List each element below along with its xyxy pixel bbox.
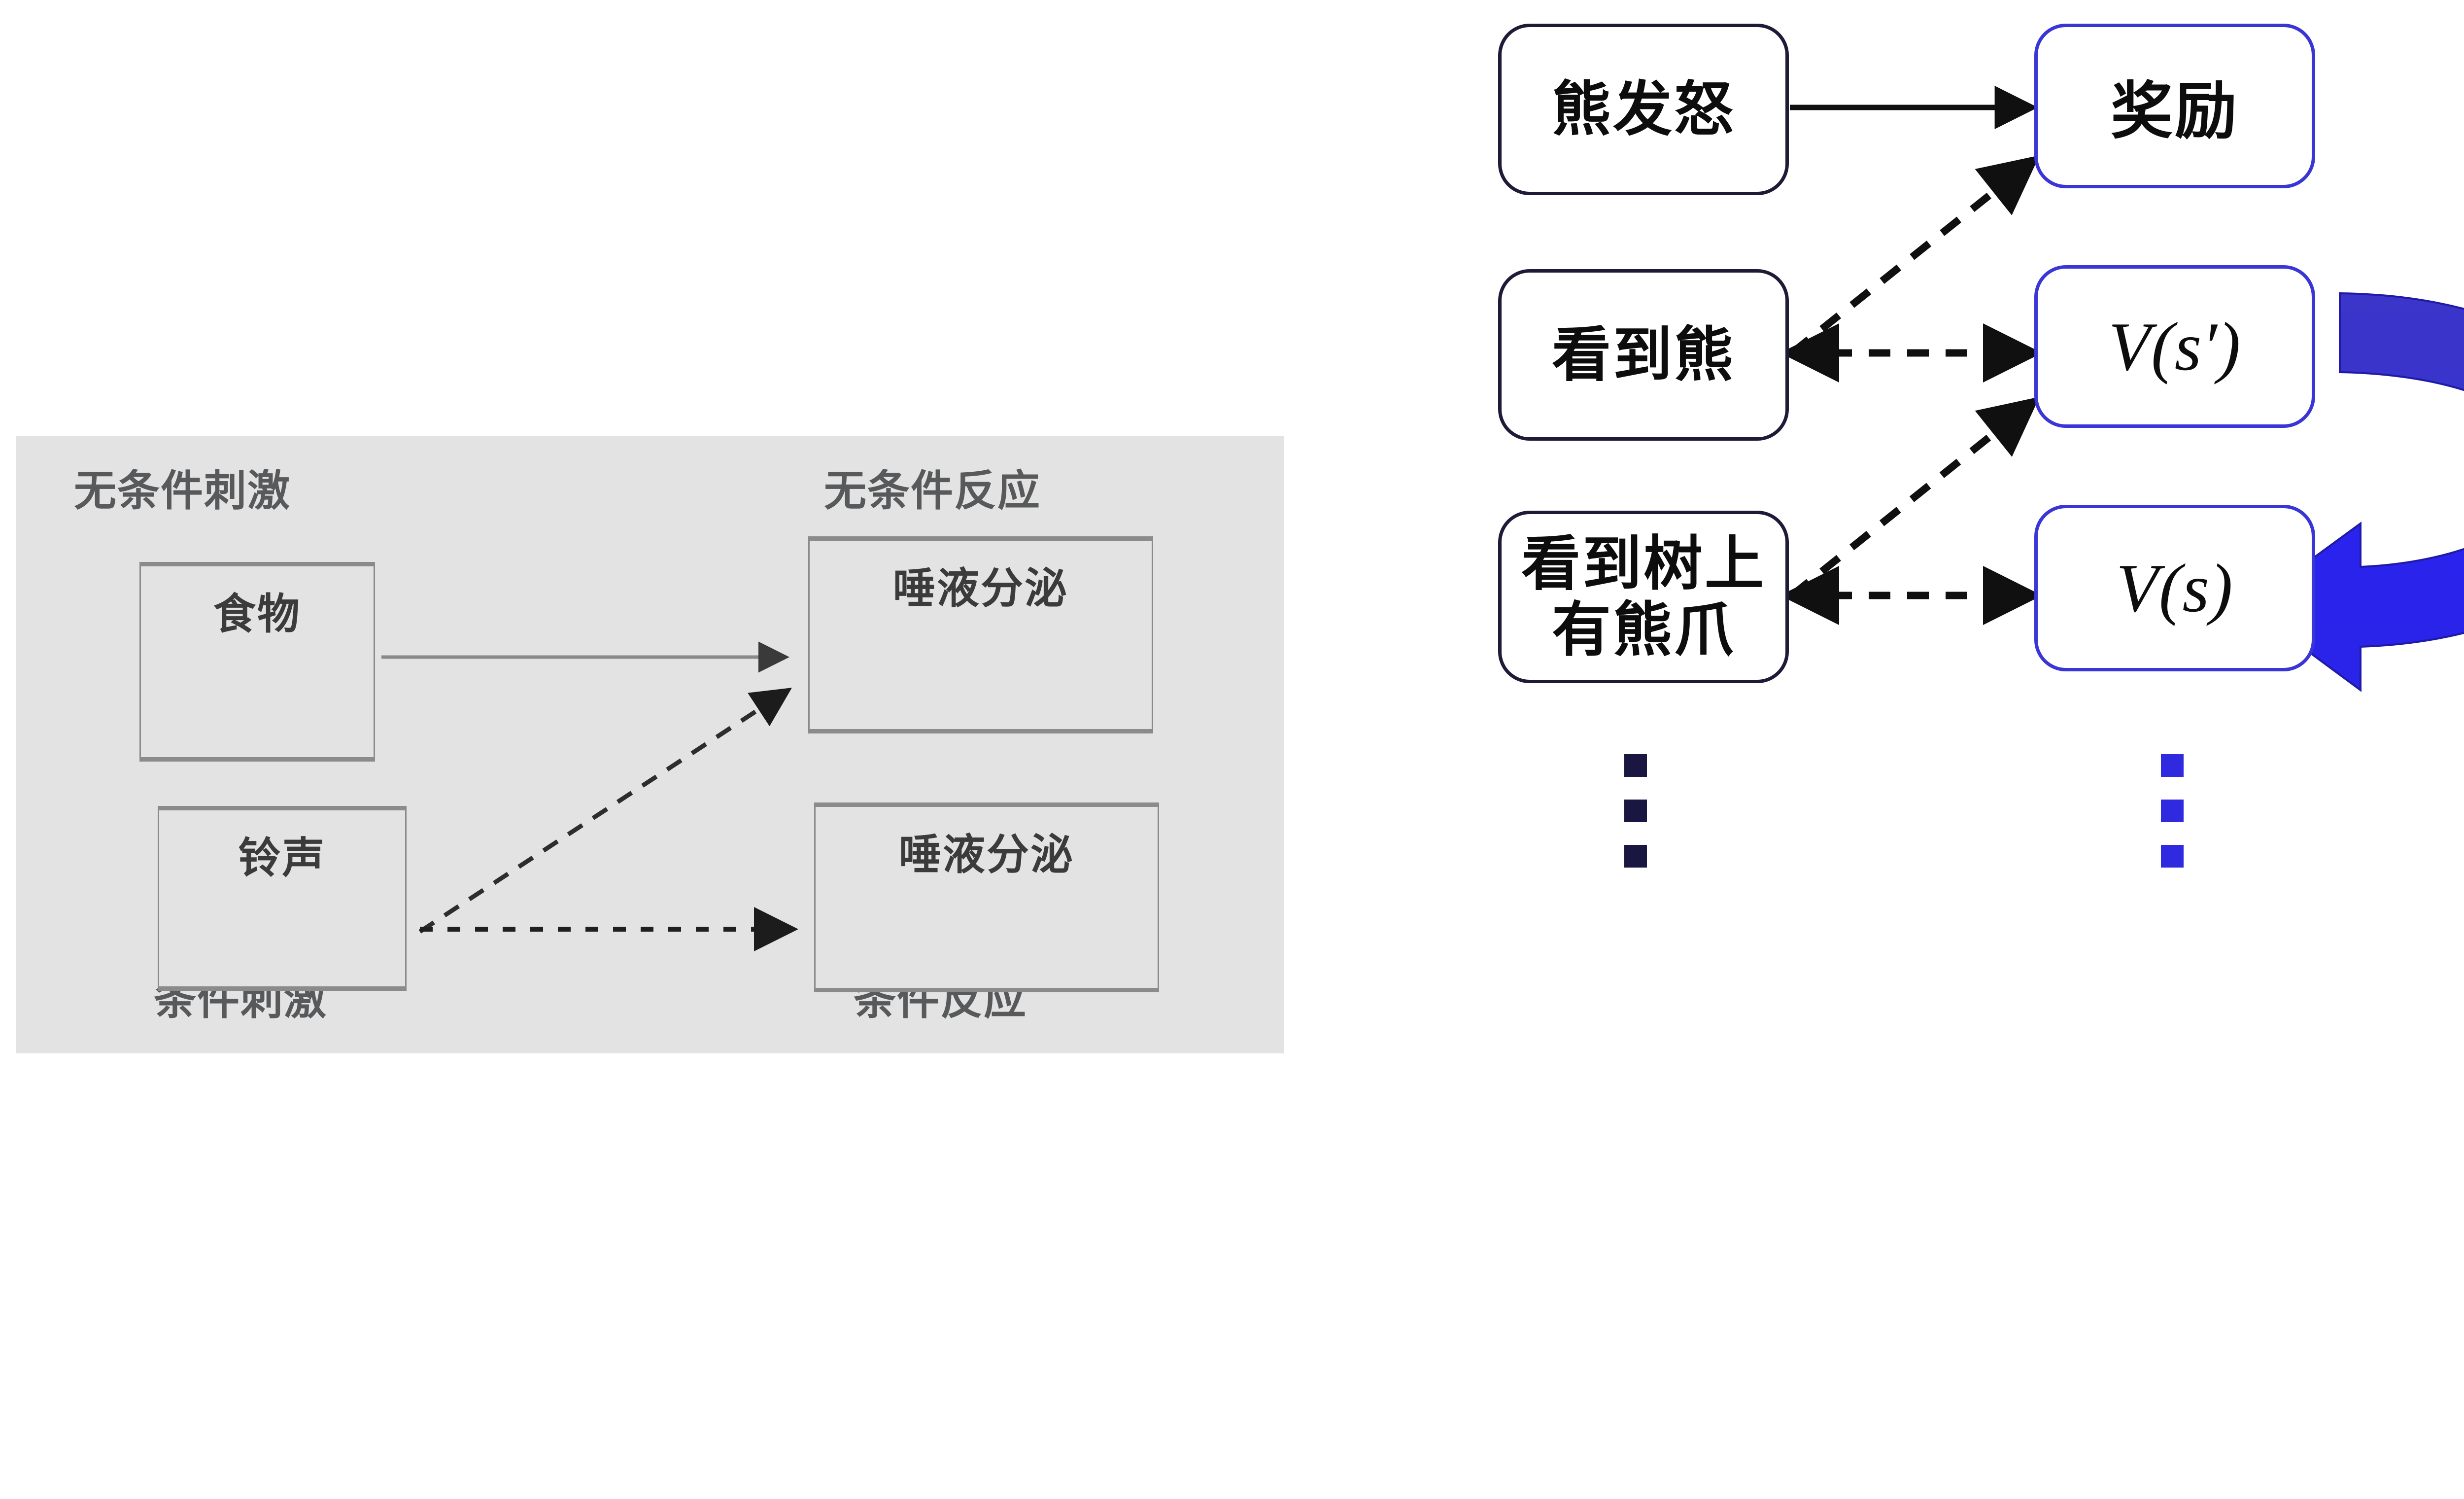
state-column-ellipsis — [1624, 754, 1647, 868]
ellipsis-square — [2161, 800, 2184, 822]
caption-unconditioned-stimulus: 无条件刺激 — [74, 467, 291, 515]
rl-box-bear-angry-label: 熊发怒 — [1552, 76, 1735, 142]
rl-edge-claw-tree-to-v-sprime — [1789, 396, 2040, 598]
rl-box-bear-angry[interactable]: 熊发怒 — [1498, 24, 1789, 195]
rl-box-value-s[interactable]: V(s) — [2034, 505, 2315, 671]
cc-box-bell-label: 铃声 — [238, 835, 326, 882]
ellipsis-square — [1624, 800, 1647, 822]
rl-box-value-s-prime-label: V(s′) — [2108, 308, 2241, 385]
rl-box-claw-on-tree-label: 看到树上 有熊爪 — [1521, 530, 1766, 663]
cc-box-salivation-conditioned-label: 唾液分泌 — [899, 831, 1074, 878]
ellipsis-square — [1624, 845, 1647, 868]
rl-box-see-bear[interactable]: 看到熊 — [1498, 269, 1789, 441]
rl-box-claw-on-tree[interactable]: 看到树上 有熊爪 — [1498, 511, 1789, 683]
rl-box-see-bear-label: 看到熊 — [1552, 321, 1735, 388]
cc-box-salivation-unconditioned: 唾液分泌 — [808, 536, 1153, 733]
rl-box-reward-label: 奖励 — [2111, 78, 2239, 146]
classical-conditioning-panel: 无条件刺激 无条件反应 条件刺激 条件反应 食物 铃声 唾液分泌 唾液分泌 — [16, 436, 1284, 1053]
ellipsis-square — [1624, 754, 1647, 777]
rl-arrow-layer — [1780, 86, 2464, 692]
cc-box-food: 食物 — [139, 562, 375, 762]
value-column-ellipsis — [2161, 754, 2184, 868]
rl-edge-see-bear-to-reward — [1789, 155, 2040, 356]
ellipsis-square — [2161, 845, 2184, 868]
rl-box-value-s-label: V(s) — [2116, 550, 2233, 627]
cc-box-salivation-conditioned: 唾液分泌 — [814, 802, 1159, 992]
caption-unconditioned-response: 无条件反应 — [824, 467, 1041, 515]
rl-box-value-s-prime[interactable]: V(s′) — [2034, 265, 2315, 428]
cc-box-food-label: 食物 — [213, 591, 301, 638]
cc-edge-bell-to-unconditioned-salivation — [418, 688, 792, 934]
cc-box-salivation-unconditioned-label: 唾液分泌 — [893, 565, 1068, 612]
cc-box-bell: 铃声 — [158, 806, 407, 991]
rl-diagram-panel: 熊发怒 看到熊 看到树上 有熊爪 奖励 V(s′) V(s) — [1478, 0, 2464, 1499]
ellipsis-square — [2161, 754, 2184, 777]
rl-box-reward[interactable]: 奖励 — [2034, 24, 2315, 188]
